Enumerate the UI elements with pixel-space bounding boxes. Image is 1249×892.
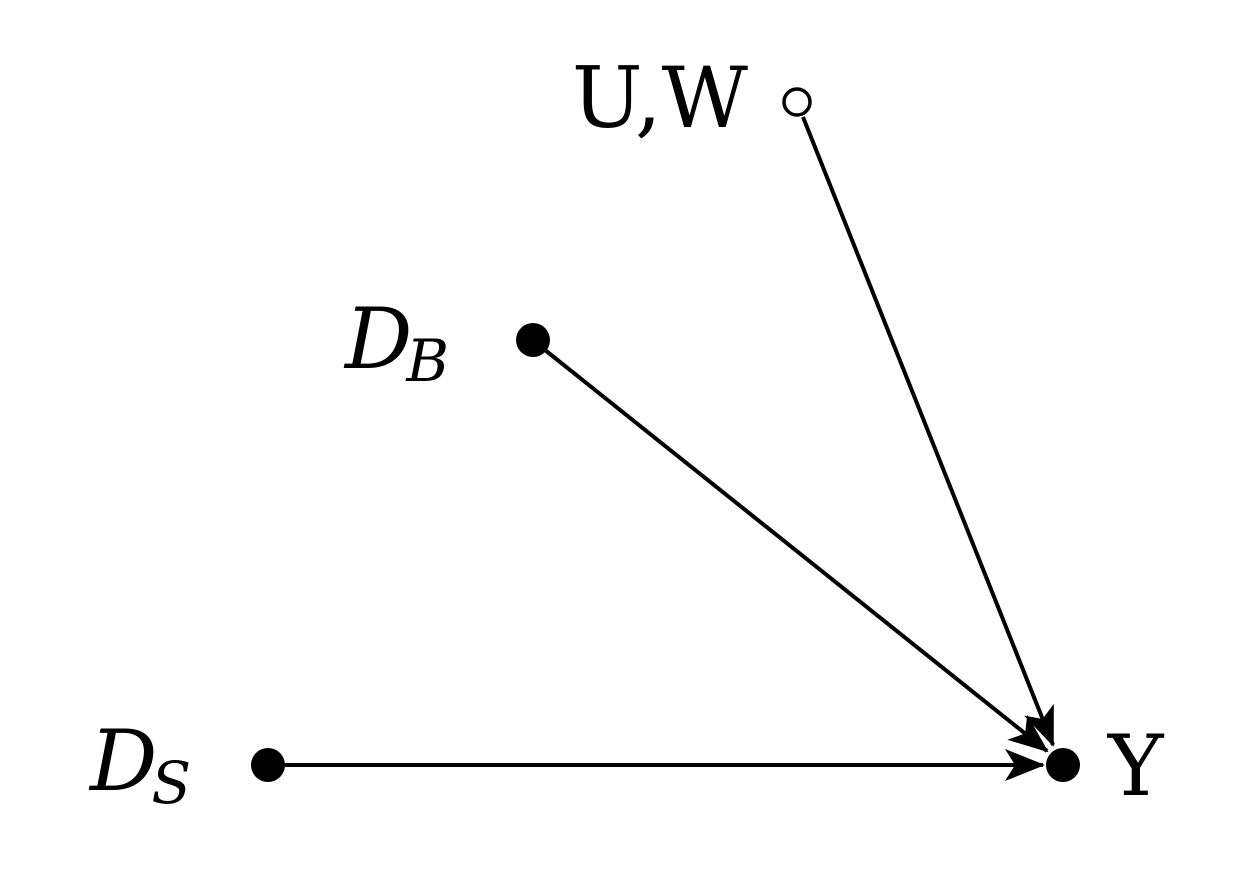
edge-uw-to-y <box>801 116 1055 747</box>
node-ds-label-main: D <box>88 712 157 810</box>
node-uw-label: U,W <box>572 49 749 147</box>
node-db-label-sub: B <box>405 327 449 395</box>
node-y <box>1046 748 1080 782</box>
node-ds-label: DS <box>88 712 191 817</box>
node-ds <box>251 748 285 782</box>
node-y-label: Y <box>1107 717 1165 815</box>
node-uw <box>782 87 812 117</box>
edge-db-to-y <box>543 348 1049 753</box>
node-ds-label-sub: S <box>151 749 191 817</box>
node-db-label: DB <box>343 290 449 395</box>
node-db <box>516 323 550 357</box>
node-db-label-main: D <box>343 290 412 388</box>
